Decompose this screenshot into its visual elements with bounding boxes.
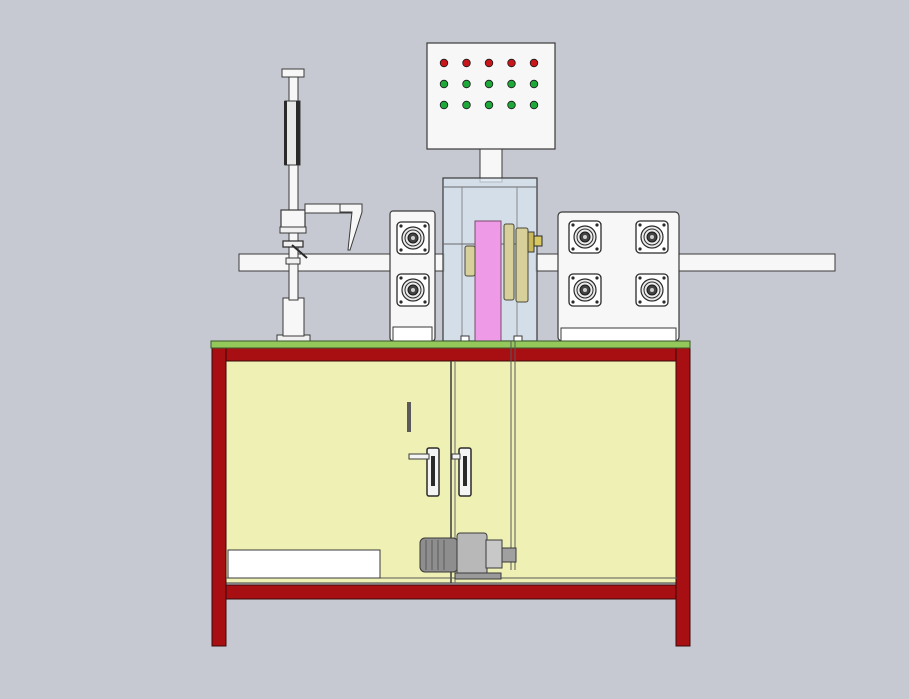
- guide-column-slot-bar-left: [284, 101, 287, 165]
- small-knob: [533, 235, 543, 247]
- indicator-lamp-icon: [484, 58, 494, 68]
- indicator-lamps: [439, 58, 539, 110]
- main-shaft: [238, 253, 836, 272]
- pink-block: [474, 220, 502, 342]
- pulley-hub: [527, 231, 535, 253]
- gearbox-output: [485, 539, 503, 569]
- shaft-mid-right: [535, 253, 561, 272]
- indicator-lamp-icon: [462, 79, 471, 89]
- table-leg-right: [675, 346, 691, 647]
- indicator-lamp-icon: [484, 100, 494, 110]
- indicator-lamp-icon: [439, 100, 449, 110]
- table-bottom-rail: [225, 584, 677, 600]
- shaft-left: [238, 253, 392, 272]
- guide-clamp: [280, 209, 306, 229]
- guide-lever: [291, 244, 308, 259]
- indicator-lamp-icon: [529, 100, 539, 110]
- door-handle-left: [408, 447, 440, 497]
- control-panel: [426, 42, 556, 183]
- table-top: [210, 340, 691, 349]
- gearbox: [456, 532, 488, 576]
- indicator-lamp-icon: [462, 100, 471, 110]
- guide-column-slot-bar-right: [296, 101, 300, 165]
- table-frame: [210, 340, 691, 647]
- guide-collar: [285, 257, 301, 265]
- indicator-lamp-icon: [529, 58, 539, 68]
- indicator-lamp-icon: [439, 58, 449, 68]
- indicator-lamp-icon: [529, 79, 539, 89]
- guide-column-lower-tube: [282, 297, 305, 337]
- left-bearing-foot: [392, 326, 433, 342]
- fan-icon: [635, 273, 669, 307]
- door-handle-right: [451, 447, 472, 497]
- shaft-right: [677, 253, 836, 272]
- guide-clamp-collar: [279, 226, 307, 234]
- table-leg-left: [211, 346, 227, 647]
- indicator-lamp-icon: [507, 79, 516, 89]
- guide-arm-jaw: [339, 203, 363, 251]
- left-bearing-block: [389, 210, 436, 342]
- motor-base: [454, 572, 502, 580]
- fan-icon: [568, 220, 602, 254]
- right-bearing-block: [557, 211, 680, 342]
- indicator-lamp-icon: [462, 58, 471, 68]
- drive-motor: [419, 532, 517, 580]
- guide-column: [276, 68, 363, 342]
- indicator-lamp-icon: [439, 79, 449, 89]
- drive-pulley: [503, 223, 515, 301]
- control-panel-box: [426, 42, 556, 150]
- fan-icon: [635, 220, 669, 254]
- right-bearing-foot: [560, 327, 677, 342]
- fan-icon: [396, 221, 430, 255]
- indicator-lamp-icon: [507, 100, 516, 110]
- left-pulley: [464, 245, 476, 277]
- fan-icon: [396, 273, 430, 307]
- door-latch-slot: [407, 402, 411, 432]
- cabinet-internals: [227, 402, 517, 580]
- guide-column-cap: [281, 68, 305, 78]
- control-panel-mast: [479, 147, 503, 183]
- table-top-rail: [225, 346, 677, 362]
- indicator-lamp-icon: [507, 58, 516, 68]
- indicator-lamp-icon: [484, 79, 494, 89]
- fan-icon: [568, 273, 602, 307]
- storage-tray: [227, 549, 381, 579]
- center-housing: [442, 177, 543, 343]
- drive-pulley-2: [515, 227, 529, 303]
- motor-pulley: [501, 547, 517, 563]
